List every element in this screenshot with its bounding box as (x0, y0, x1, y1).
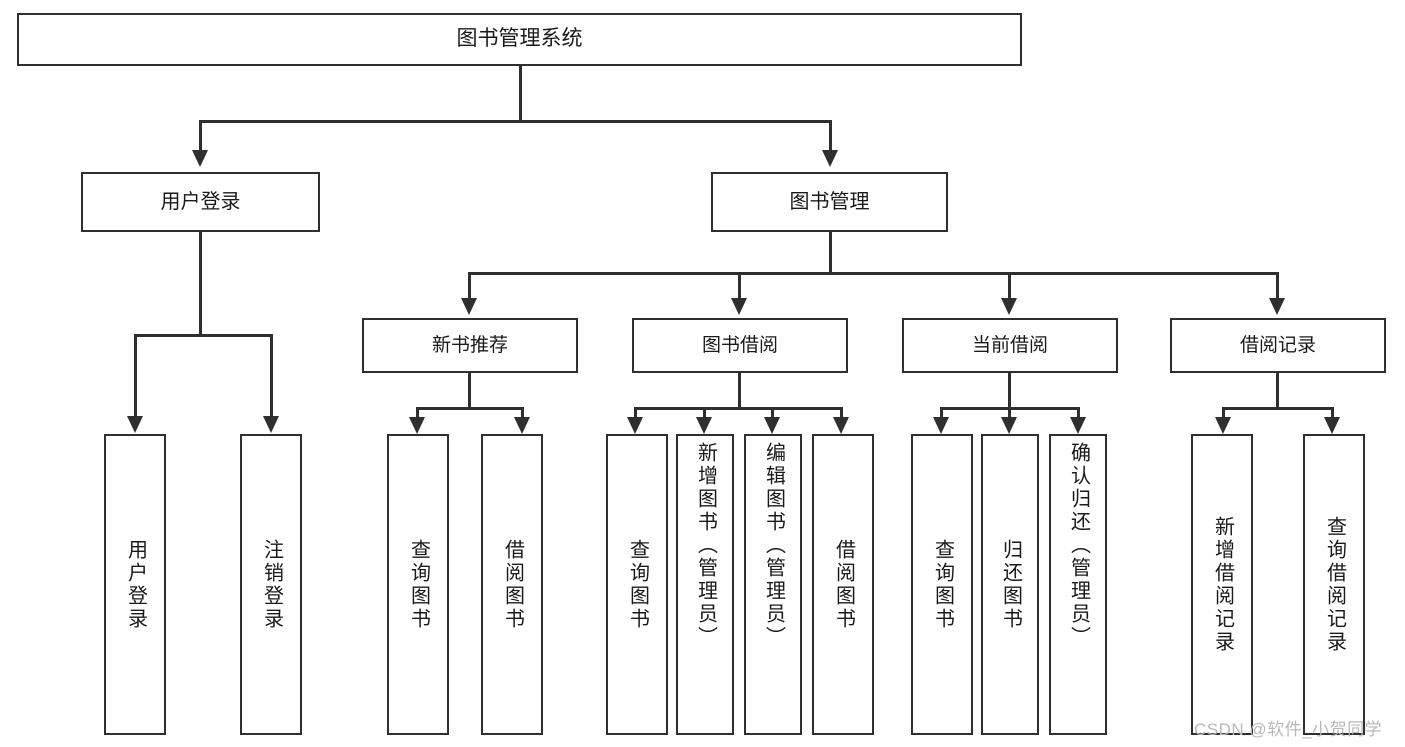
leaf-records-query-record[interactable]: 查询借阅记录 (1303, 434, 1365, 735)
connector-records-to-leaf13 (1331, 407, 1334, 419)
node-root-system-label: 图书管理系统 (456, 27, 583, 51)
connector-root-to-login (199, 120, 202, 152)
leaf-records-add-record-label: 新增借阅记录 (1211, 515, 1234, 654)
arrow-records-to-leaf13 (1324, 417, 1340, 434)
node-book-borrow[interactable]: 图书借阅 (632, 318, 848, 373)
leaf-records-query-record-label: 查询借阅记录 (1323, 515, 1346, 654)
arrow-newbook-to-leaf3 (409, 417, 425, 434)
connector-current-to-leaf9 (940, 407, 943, 419)
arrow-current-to-leaf10 (1001, 417, 1017, 434)
leaf-borrow-edit-book-admin[interactable]: 编辑图书（管理员） (744, 434, 802, 735)
connector-bookmgmt-to-newbook (468, 272, 471, 300)
arrow-bookmgmt-to-records (1269, 298, 1285, 315)
node-user-login-label: 用户登录 (160, 190, 241, 213)
connector-root-to-bookmgmt (829, 120, 832, 152)
leaf-borrow-query-book-label: 查询图书 (626, 538, 649, 631)
connector-borrow-to-leaf6 (703, 407, 706, 419)
node-borrow-records[interactable]: 借阅记录 (1170, 318, 1386, 373)
connector-borrow-stem (738, 373, 741, 410)
connector-current-to-leaf10 (1008, 407, 1011, 419)
connector-login-bar (134, 334, 273, 337)
node-current-borrow[interactable]: 当前借阅 (902, 318, 1118, 373)
arrow-current-to-leaf9 (933, 417, 949, 434)
leaf-borrow-add-book-admin-label: 新增图书（管理员） (694, 442, 717, 649)
arrow-login-to-leaf1 (127, 416, 143, 433)
node-book-management[interactable]: 图书管理 (711, 172, 948, 232)
leaf-current-return-book-label: 归还图书 (999, 538, 1022, 631)
node-new-book-recommend[interactable]: 新书推荐 (362, 318, 578, 373)
connector-bookmgmt-to-current (1008, 272, 1011, 300)
leaf-newbook-borrow-book-label: 借阅图书 (501, 538, 524, 631)
leaf-borrow-edit-book-admin-label: 编辑图书（管理员） (762, 442, 785, 649)
leaf-user-login[interactable]: 用户登录 (104, 434, 166, 735)
leaf-current-confirm-return-admin-label: 确认归还（管理员） (1067, 442, 1090, 649)
connector-records-bar (1222, 407, 1334, 410)
connector-borrow-bar (634, 407, 843, 410)
leaf-borrow-borrow-book-label: 借阅图书 (832, 538, 855, 631)
leaf-current-query-book-label: 查询图书 (931, 538, 954, 631)
connector-newbook-to-leaf3 (416, 407, 419, 419)
connector-records-stem (1276, 373, 1279, 410)
arrow-root-to-bookmgmt (822, 150, 838, 167)
arrow-bookmgmt-to-current (1001, 298, 1017, 315)
leaf-newbook-query-book[interactable]: 查询图书 (387, 434, 449, 735)
arrow-bookmgmt-to-borrow (731, 298, 747, 315)
connector-borrow-to-leaf8 (840, 407, 843, 419)
arrow-current-to-leaf11 (1070, 417, 1086, 434)
arrow-borrow-to-leaf8 (833, 417, 849, 434)
connector-newbook-to-leaf4 (521, 407, 524, 419)
connector-borrow-to-leaf5 (634, 407, 637, 419)
leaf-borrow-borrow-book[interactable]: 借阅图书 (812, 434, 874, 735)
connector-login-stem (199, 232, 202, 336)
connector-newbook-bar (416, 407, 524, 410)
leaf-current-confirm-return-admin[interactable]: 确认归还（管理员） (1049, 434, 1107, 735)
arrow-newbook-to-leaf4 (514, 417, 530, 434)
leaf-user-login-label: 用户登录 (124, 538, 147, 631)
leaf-logout-login[interactable]: 注销登录 (240, 434, 302, 735)
leaf-logout-login-label: 注销登录 (260, 538, 283, 631)
connector-root-bar (199, 120, 832, 123)
leaf-current-return-book[interactable]: 归还图书 (981, 434, 1039, 735)
node-book-borrow-label: 图书借阅 (701, 334, 778, 356)
connector-bookmgmt-bar (468, 272, 1279, 275)
arrow-login-to-leaf2 (263, 416, 279, 433)
arrow-records-to-leaf12 (1215, 417, 1231, 434)
connector-records-to-leaf12 (1222, 407, 1225, 419)
node-user-login[interactable]: 用户登录 (81, 172, 320, 232)
connector-bookmgmt-to-records (1276, 272, 1279, 300)
connector-newbook-stem (468, 373, 471, 410)
arrow-borrow-to-leaf5 (627, 417, 643, 434)
connector-bookmgmt-stem (829, 232, 832, 274)
arrow-bookmgmt-to-newbook (461, 298, 477, 315)
connector-bookmgmt-to-borrow (738, 272, 741, 300)
connector-login-to-leaf2 (270, 334, 273, 418)
csdn-watermark: CSDN @软件_小贺同学 (1194, 720, 1383, 739)
node-current-borrow-label: 当前借阅 (971, 334, 1048, 356)
node-book-management-label: 图书管理 (789, 190, 870, 213)
node-borrow-records-label: 借阅记录 (1239, 334, 1316, 356)
connector-current-to-leaf11 (1077, 407, 1080, 419)
leaf-newbook-query-book-label: 查询图书 (407, 538, 430, 631)
node-root-system[interactable]: 图书管理系统 (17, 13, 1022, 66)
connector-root-stem (519, 66, 522, 122)
connector-current-stem (1008, 373, 1011, 410)
arrow-root-to-login (192, 150, 208, 167)
leaf-records-add-record[interactable]: 新增借阅记录 (1191, 434, 1253, 735)
leaf-borrow-add-book-admin[interactable]: 新增图书（管理员） (676, 434, 734, 735)
leaf-current-query-book[interactable]: 查询图书 (911, 434, 973, 735)
arrow-borrow-to-leaf7 (764, 417, 780, 434)
arrow-borrow-to-leaf6 (696, 417, 712, 434)
node-new-book-recommend-label: 新书推荐 (431, 334, 508, 356)
leaf-newbook-borrow-book[interactable]: 借阅图书 (481, 434, 543, 735)
connector-login-to-leaf1 (134, 334, 137, 418)
connector-borrow-to-leaf7 (771, 407, 774, 419)
leaf-borrow-query-book[interactable]: 查询图书 (606, 434, 668, 735)
